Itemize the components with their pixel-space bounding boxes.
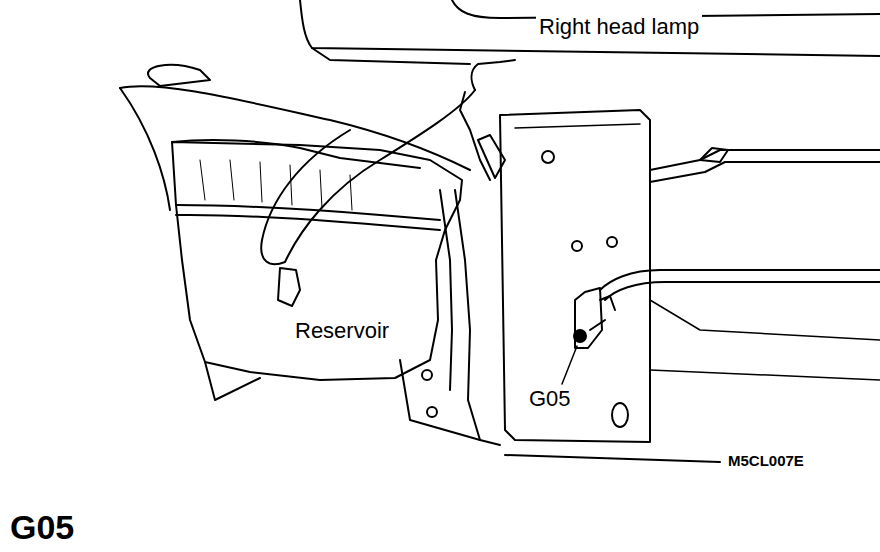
body-panel-edge: [455, 190, 480, 440]
hose: [261, 90, 475, 264]
body-line: [650, 370, 880, 380]
body-line: [650, 300, 880, 340]
bracket-hole: [542, 151, 554, 163]
leader-line: [562, 346, 577, 384]
wire-harness: [650, 162, 880, 182]
body-panel-edge: [400, 360, 500, 445]
reservoir-body: [172, 142, 462, 380]
head-lamp-outline: [300, 0, 880, 56]
ground-terminal: [590, 320, 605, 330]
reservoir-top: [172, 140, 420, 168]
hose: [472, 60, 515, 90]
figure-title: G05: [10, 508, 74, 547]
bracket-hole: [607, 237, 617, 247]
reservoir-ridge: [176, 215, 440, 230]
panel-hole: [427, 407, 437, 417]
fender-tab: [148, 65, 210, 86]
callout-label: G05: [526, 386, 574, 411]
wire-harness: [650, 150, 880, 170]
part-name: Reservoir: [292, 318, 392, 343]
fender-line: [120, 88, 170, 210]
wire-clip: [700, 148, 728, 162]
wire-harness: [600, 270, 880, 290]
body-panel-edge: [440, 190, 452, 390]
figure-rule: [505, 455, 720, 462]
bracket-hole: [612, 403, 628, 427]
part-name: Right head lamp: [536, 14, 702, 39]
wire-harness: [605, 282, 880, 300]
ground-wire: [600, 296, 615, 310]
ground-bolt: [574, 330, 586, 342]
figure-code: M5CL007E: [728, 452, 804, 469]
reservoir-base: [205, 362, 260, 400]
reservoir-ridge: [176, 205, 440, 220]
hose-connector: [278, 268, 300, 306]
ground-bracket: [575, 288, 602, 348]
mounting-bracket: [500, 110, 650, 442]
head-lamp-base: [312, 48, 470, 64]
panel-hole: [422, 370, 432, 380]
bracket-hole: [572, 241, 582, 251]
bracket-edge: [515, 124, 640, 128]
